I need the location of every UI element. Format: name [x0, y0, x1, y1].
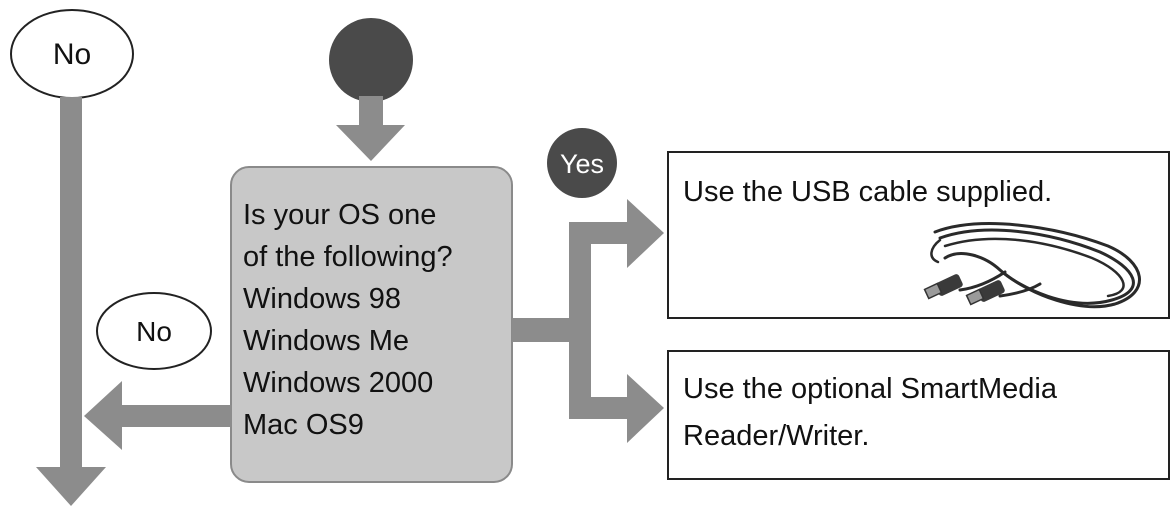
- decision-box: Is your OS one of the following? Windows…: [230, 166, 513, 483]
- start-to-decision-arrow: [336, 96, 405, 161]
- usb-result-text: Use the USB cable supplied.: [683, 176, 1052, 208]
- start-node: [329, 18, 413, 102]
- usb-plug-b-icon: [965, 280, 1005, 306]
- question-line-6: Mac OS9: [243, 409, 364, 441]
- branch-connector: [512, 222, 629, 419]
- smartmedia-result-line-2: Reader/Writer.: [683, 420, 869, 452]
- decision-to-left-arrow: [84, 381, 232, 450]
- no-left-label: No: [136, 316, 172, 347]
- question-line-2: of the following?: [243, 241, 453, 273]
- arrow-to-usb: [627, 199, 664, 268]
- arrow-to-smartmedia: [627, 374, 664, 443]
- question-line-1: Is your OS one: [243, 199, 436, 231]
- usb-result-box: Use the USB cable supplied.: [667, 151, 1170, 319]
- yes-label: Yes: [560, 149, 604, 179]
- question-line-5: Windows 2000: [243, 367, 433, 399]
- yes-node: Yes: [547, 128, 617, 198]
- left-down-arrow: [36, 97, 106, 506]
- no-top-node: No: [10, 9, 134, 99]
- question-line-3: Windows 98: [243, 283, 401, 315]
- question-line-4: Windows Me: [243, 325, 409, 357]
- smartmedia-result-line-1: Use the optional SmartMedia: [683, 373, 1058, 405]
- usb-plug-a-icon: [923, 274, 963, 300]
- usb-cable-icon: [930, 222, 1141, 309]
- no-left-node: No: [96, 292, 212, 370]
- no-top-label: No: [53, 38, 91, 71]
- smartmedia-result-box: Use the optional SmartMedia Reader/Write…: [667, 350, 1170, 480]
